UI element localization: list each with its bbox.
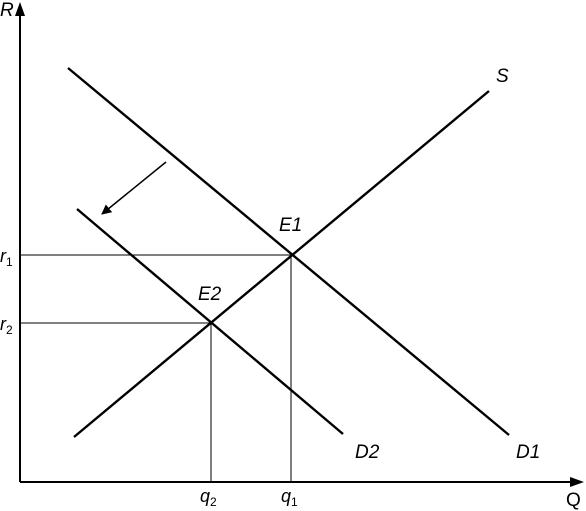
supply-curve xyxy=(73,90,490,438)
x-axis-label: Q xyxy=(566,490,581,511)
q2-tick-label: q2 xyxy=(200,486,217,509)
r2-tick-label: r2 xyxy=(0,314,13,337)
e2-label: E2 xyxy=(198,284,222,305)
x-axis-arrow-icon xyxy=(570,477,584,487)
demand2-curve-label: D2 xyxy=(355,442,380,463)
y-axis-label: R xyxy=(0,0,14,21)
e1-label: E1 xyxy=(279,215,302,236)
q1-tick-label: q1 xyxy=(281,486,298,509)
demand-shift-arrow xyxy=(101,161,167,215)
r1-tick-label: r1 xyxy=(0,246,13,269)
y-axis-arrow-icon xyxy=(15,2,25,16)
demand2-curve xyxy=(76,208,344,435)
demand1-curve-label: D1 xyxy=(516,442,540,463)
demand1-curve xyxy=(67,67,510,436)
supply-curve-label: S xyxy=(496,66,509,87)
